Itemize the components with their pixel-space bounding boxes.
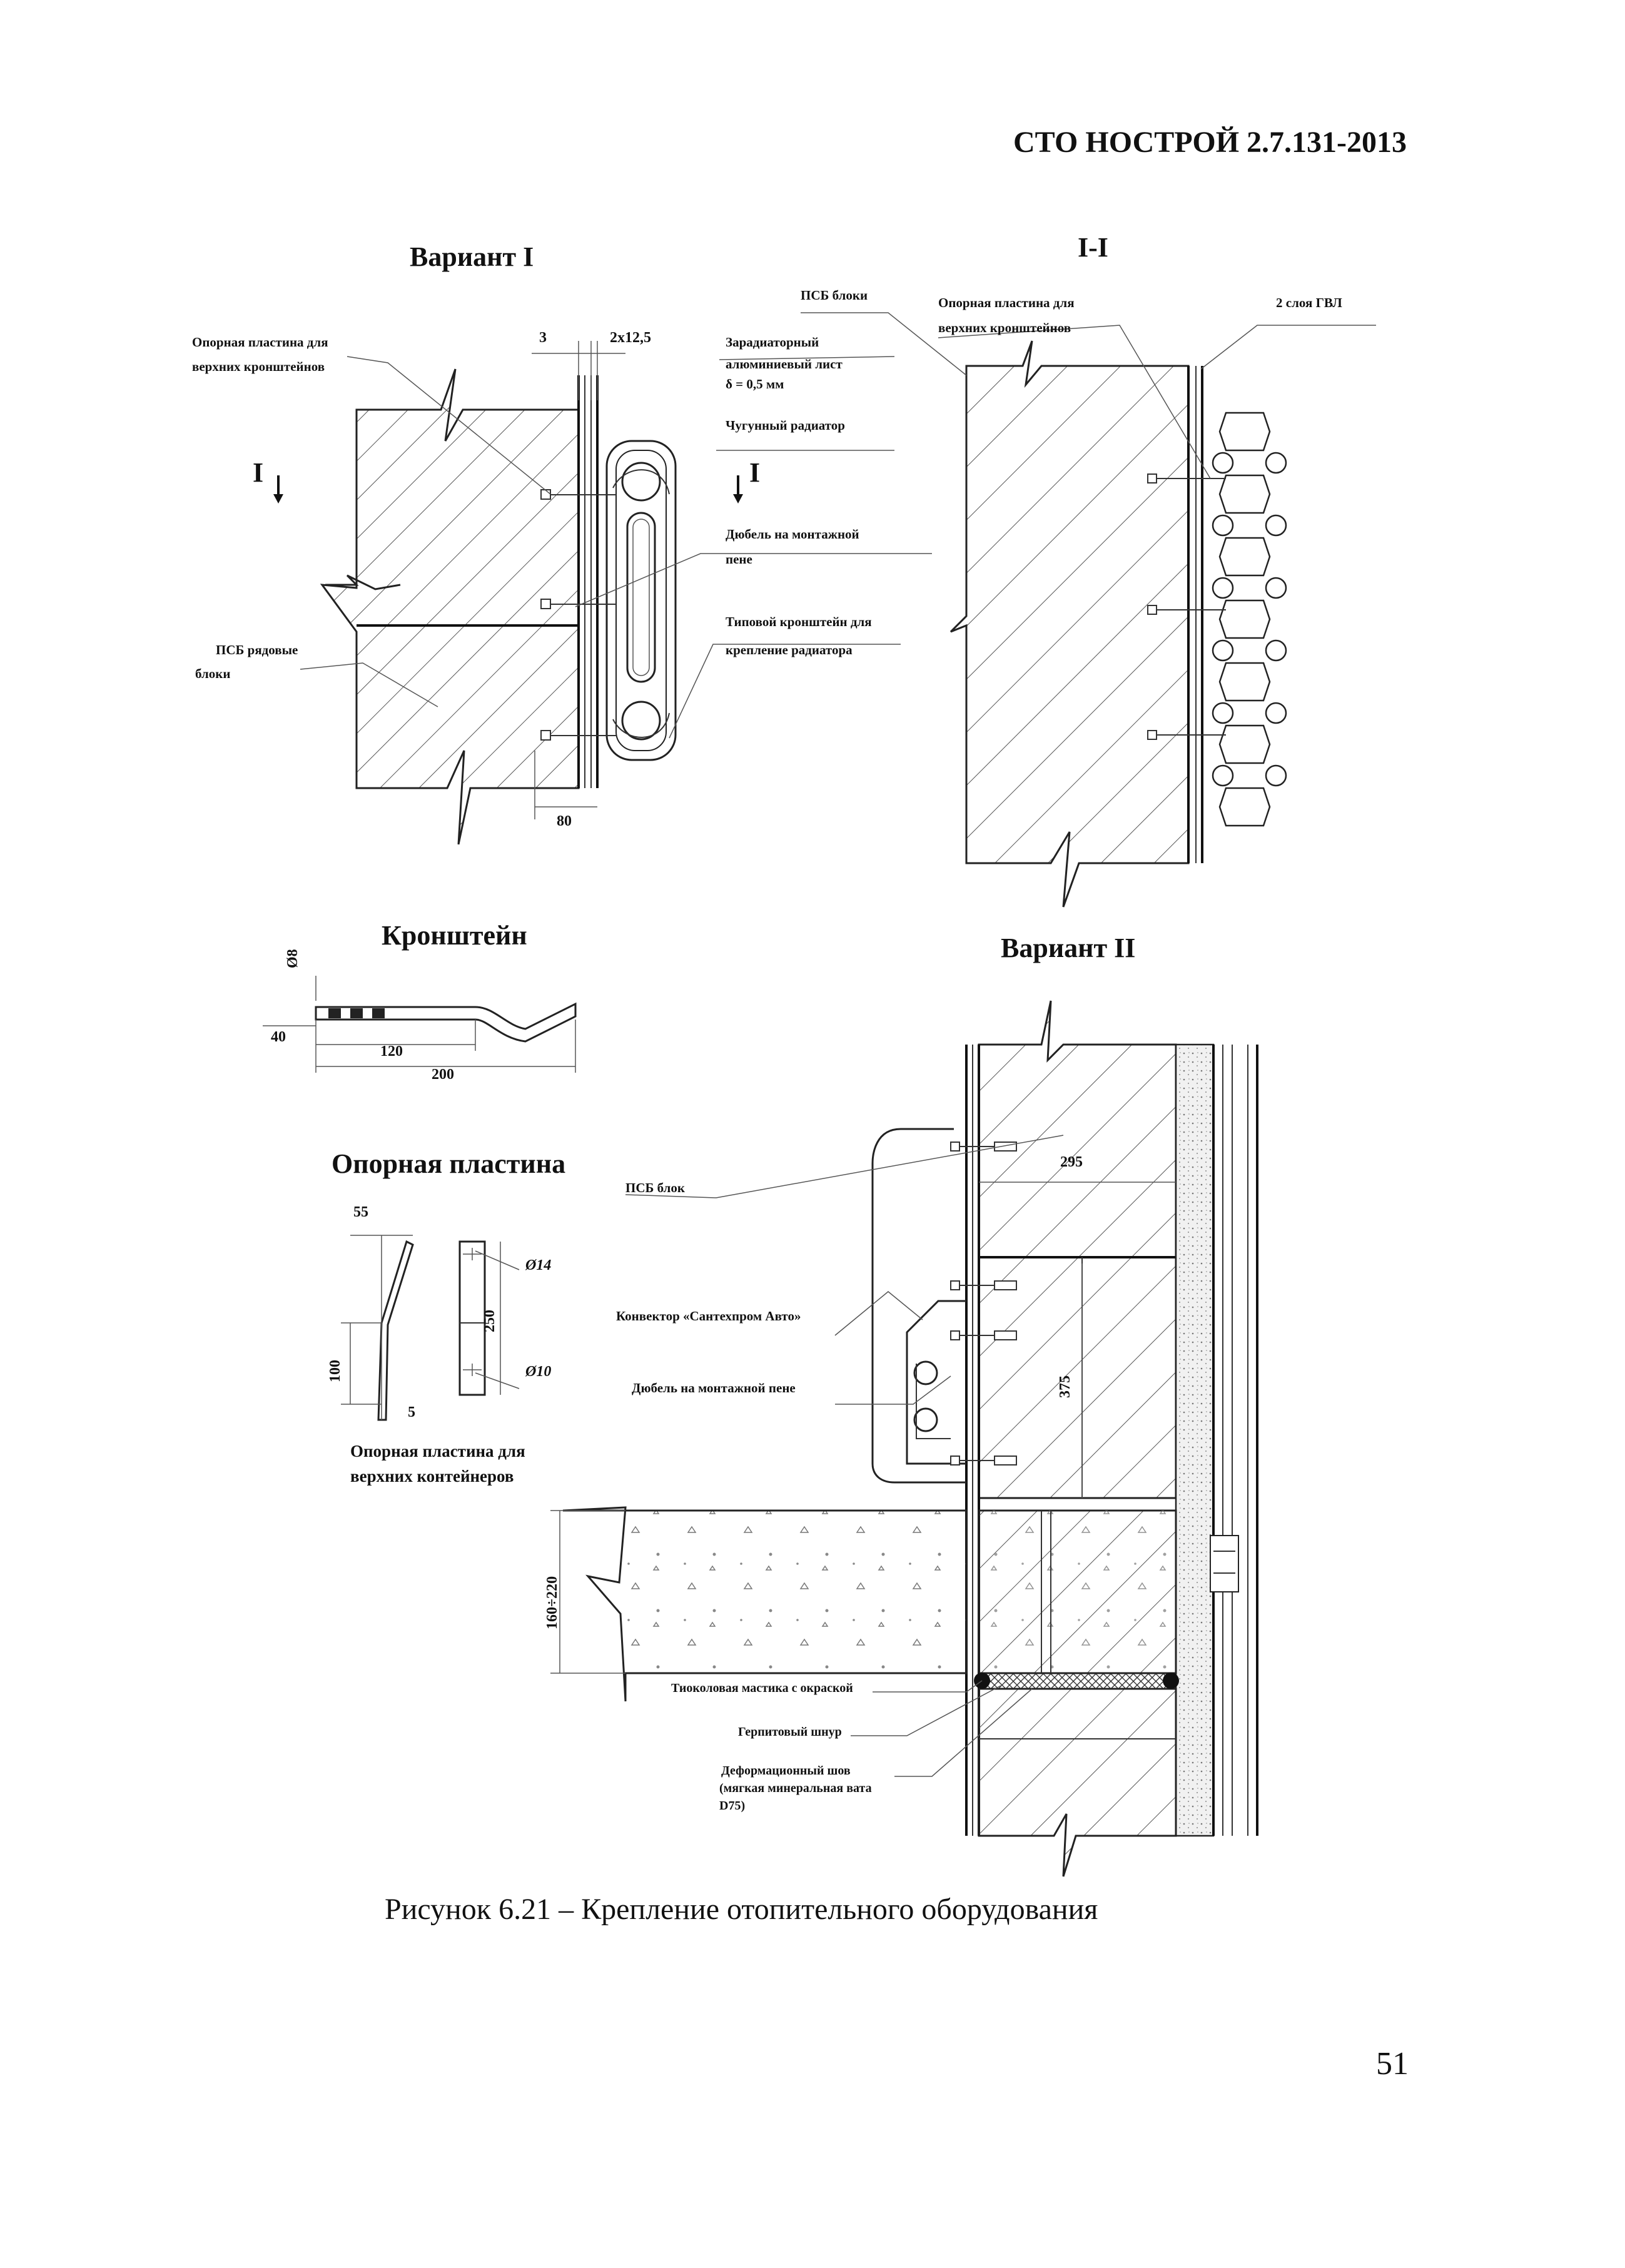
variant1-dim-3: 3 — [539, 330, 547, 346]
plate-caption-2: верхних контейнеров — [350, 1467, 514, 1486]
plate-title: Опорная пластина — [332, 1148, 566, 1179]
v1-plate-label-2: верхних кронштейнов — [192, 359, 325, 374]
v2-joint-label-1: Деформационный шов — [721, 1764, 851, 1778]
variant1-drawing — [273, 341, 932, 845]
plate-dim-5: 5 — [408, 1404, 415, 1420]
page-number: 51 — [1376, 2046, 1409, 2082]
v2-joint-label-3: D75) — [719, 1799, 746, 1813]
bracket-dim-40: 40 — [271, 1029, 286, 1045]
v2-psb-label: ПСБ блок — [625, 1180, 685, 1195]
variant2-drawing — [550, 1000, 1258, 1877]
section-mark-left: I — [253, 457, 264, 488]
s1-gvl-label: 2 слоя ГВЛ — [1276, 295, 1342, 310]
s1-psb-label: ПСБ блоки — [801, 288, 868, 303]
v2-mastic-label: Тиоколовая мастика с окраской — [671, 1681, 853, 1695]
plate-caption-1: Опорная пластина для — [350, 1442, 525, 1461]
v1-dowel-label-1: Дюбель на монтажной — [726, 527, 859, 542]
v1-radiator-label: Чугунный радиатор — [726, 418, 845, 433]
variant1-dim-80: 80 — [557, 813, 572, 829]
figure-caption: Рисунок 6.21 – Крепление отопительного о… — [385, 1893, 1098, 1926]
plate-drawing — [341, 1235, 520, 1421]
bracket-drawing — [263, 976, 577, 1073]
variant2-title: Вариант II — [1001, 933, 1136, 963]
v1-bracket-label-1: Типовой кронштейн для — [726, 614, 872, 629]
v1-foil-label-3: δ = 0,5 мм — [726, 377, 784, 392]
section1-drawing — [801, 312, 1376, 908]
v1-foil-label-2: алюминиевый лист — [726, 357, 843, 372]
plate-dim-10: Ø10 — [525, 1364, 552, 1380]
v1-psb-row-label-2: блоки — [195, 666, 231, 681]
s1-plate-label-1: Опорная пластина для — [938, 295, 1075, 310]
v2-dim-160-220: 160÷220 — [544, 1576, 560, 1629]
bracket-dim-200: 200 — [432, 1066, 454, 1083]
radiator-sections — [1212, 412, 1287, 827]
s1-plate-label-2: верхних кронштейнов — [938, 320, 1071, 335]
section-mark-right: I — [749, 457, 761, 488]
v2-dowel-label: Дюбель на монтажной пене — [632, 1380, 796, 1395]
bracket-dim-120: 120 — [380, 1043, 403, 1060]
plate-dim-14: Ø14 — [525, 1257, 552, 1273]
v2-cord-label: Герпитовый шнур — [738, 1725, 842, 1739]
bracket-title: Кронштейн — [382, 920, 527, 951]
v1-dowel-label-2: пене — [726, 552, 752, 567]
plate-dim-100: 100 — [327, 1360, 343, 1382]
v2-joint-label-2: (мягкая минеральная вата — [719, 1781, 872, 1795]
v2-dim-295: 295 — [1060, 1154, 1083, 1170]
v2-convector-label: Конвектор «Сантехпром Авто» — [616, 1309, 801, 1324]
v1-bracket-label-2: крепление радиатора — [726, 642, 853, 657]
plate-dim-250: 250 — [482, 1310, 498, 1332]
variant1-dim-2x12: 2х12,5 — [610, 330, 651, 346]
v2-dim-375: 375 — [1057, 1375, 1073, 1398]
section1-title: I-I — [1078, 232, 1108, 263]
bracket-dim-8: Ø8 — [285, 949, 301, 968]
v1-psb-row-label-1: ПСБ рядовые — [216, 642, 298, 657]
v1-foil-label-1: Зарадиаторный — [726, 335, 819, 350]
v1-plate-label-1: Опорная пластина для — [192, 335, 328, 350]
document-code: СТО НОСТРОЙ 2.7.131-2013 — [1013, 126, 1407, 159]
plate-dim-55: 55 — [353, 1204, 368, 1220]
variant1-title: Вариант I — [410, 241, 534, 272]
